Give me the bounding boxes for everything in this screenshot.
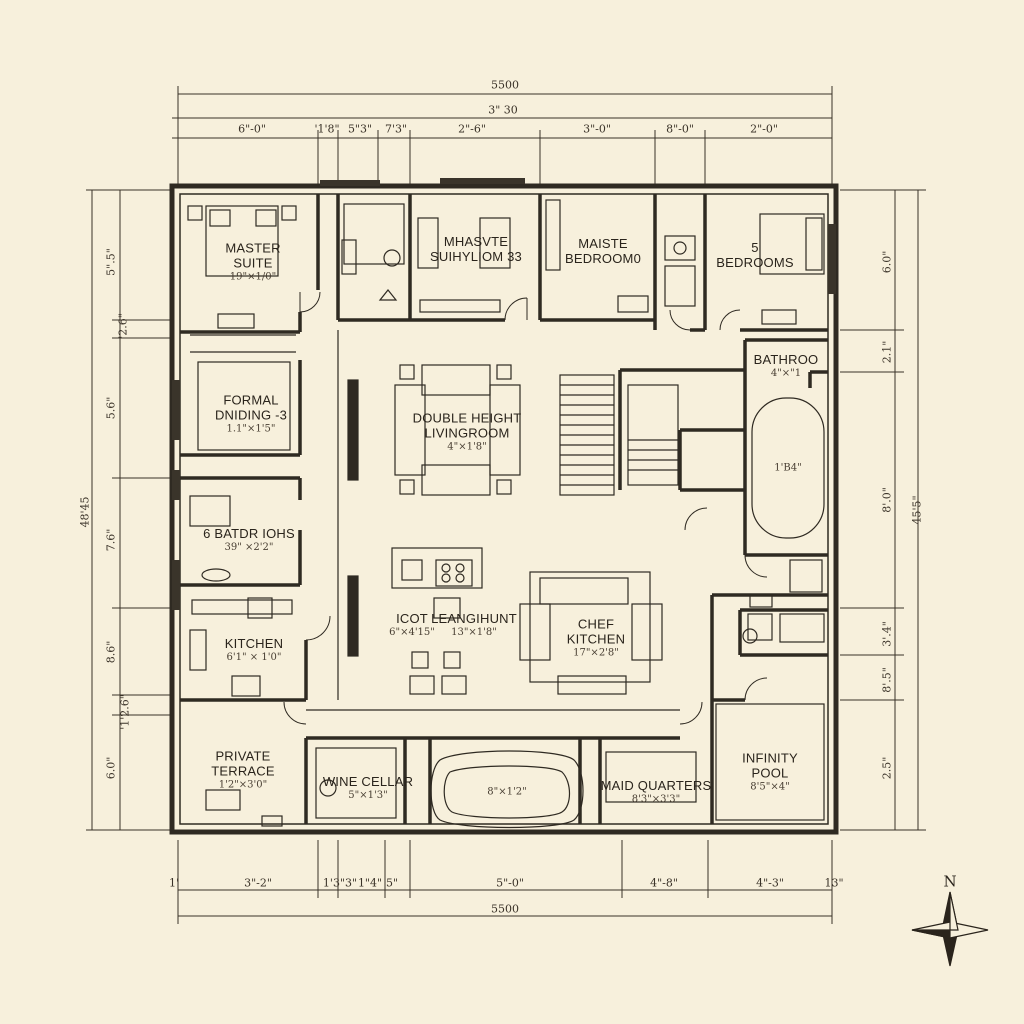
room-tub: 1'B4" (774, 462, 801, 474)
dim-left-seg: 6.0" (104, 756, 118, 780)
room-bathroom-dim: 4"×"1 (770, 367, 802, 379)
dim-left-seg: '1'2.6" (118, 694, 132, 730)
dim-bottom-seg: 3"-2" (244, 876, 272, 890)
room-icot-dim: 6"×4'15" (389, 626, 435, 638)
exterior-walls (169, 183, 839, 835)
dim-bottom-overall: 5500 (491, 902, 519, 916)
room-chef-kitchen-name: CHEF KITCHEN (566, 616, 626, 647)
dim-right-overall: 45'5" (910, 495, 924, 525)
room-icot-name: ICOT (396, 610, 428, 626)
room-master-bedroom-name: MAISTE BEDROOM0 (564, 236, 642, 266)
room-master-suite: MASTER SUITE 19"×1/0" (225, 240, 281, 283)
room-formal-dining-name: FORMAL DNIDING -3 (214, 392, 288, 423)
dim-right-seg: 2.1" (880, 340, 894, 364)
dim-top-seg: 8"-0" (666, 122, 694, 136)
room-chef-kitchen: CHEF KITCHEN 17"×2'8" (566, 616, 626, 659)
interior-thin-walls (186, 330, 680, 711)
dim-top-seg: '1'8" (314, 122, 340, 136)
dim-bottom-seg: 13" (824, 876, 844, 890)
room-icot: ICOT 6"×4'15" (389, 610, 435, 638)
furniture (187, 199, 825, 829)
dim-top-sub: 3" 30 (488, 103, 518, 117)
room-maid-quarters-name: MAID QUARTERS (600, 777, 712, 793)
door-swings (283, 291, 768, 725)
dim-left-seg: 8.6" (104, 640, 118, 664)
room-kitchen-name: KITCHEN (224, 635, 284, 651)
room-bathrooms-name: 6 BATDR IOHS (203, 525, 295, 541)
room-bathrooms: 6 BATDR IOHS 39" ×2'2" (203, 525, 295, 553)
room-master-suite-name: MASTER SUITE (225, 240, 281, 271)
dim-right-seg: 2.5" (880, 756, 894, 780)
dim-left-seg: 7.6" (104, 528, 118, 552)
dim-top-seg: 5"3" (347, 122, 373, 136)
dim-top-seg: 2"-6" (458, 122, 486, 136)
dim-bottom-seg: 1'3"3" (322, 876, 358, 890)
room-leanghunt: LEANGIHUNT 13"×1'8" (431, 610, 517, 638)
room-formal-dining-dim: 1.1"×1'5" (226, 423, 276, 435)
room-maid-quarters: MAID QUARTERS 8'3"×3'3" (600, 777, 712, 805)
dim-bottom-seg: 4"-8" (650, 876, 678, 890)
dim-top-seg: 3"-0" (583, 122, 611, 136)
room-bathroom: BATHROO 4"×"1 (753, 351, 819, 379)
room-infinity-pool-dim: 8'5"×4" (750, 781, 790, 793)
room-maid-quarters-dim: 8'3"×3'3" (631, 793, 681, 805)
room-bathrooms-dim: 39" ×2'2" (224, 541, 274, 553)
window-markers (172, 178, 836, 610)
dim-bottom-seg: 4"-3" (756, 876, 784, 890)
room-bedrooms: 5 BEDROOMS (716, 240, 794, 271)
room-wine-cellar: WINE CELLAR 5"×1'3" (322, 773, 414, 801)
room-leanghunt-dim: 13"×1'8" (451, 626, 497, 638)
dim-top-seg: 2"-0" (750, 122, 778, 136)
dim-top-seg: 7'3" (384, 122, 408, 136)
room-living-room-dim: 4"×1'8" (447, 441, 487, 453)
dim-left-overall: 48'45 (78, 496, 92, 528)
room-massive-suite-name: MHASVTE SUIHYLIOM 33 (430, 234, 522, 264)
dim-left-seg: 5".5" (104, 248, 118, 276)
room-formal-dining: FORMAL DNIDING -3 1.1"×1'5" (214, 392, 288, 435)
room-infinity-pool: INFINITY POOL 8'5"×4" (742, 750, 798, 793)
room-wine-cellar-dim: 5"×1'3" (348, 789, 388, 801)
dim-bottom-seg: 5" (385, 876, 399, 890)
dim-bottom-seg: 1"4" (357, 876, 383, 890)
dim-right-seg: 8'.5" (880, 667, 894, 693)
room-bathroom-name: BATHROO (753, 351, 819, 367)
dim-right-seg: 8'.0" (880, 487, 894, 513)
dimension-lines (86, 86, 926, 924)
room-kitchen-dim: 6'1" × 1'0" (226, 651, 282, 663)
dim-right-seg: 3'.4" (880, 621, 894, 647)
room-master-bedroom: MAISTE BEDROOM0 (564, 236, 642, 267)
room-chef-kitchen-dim: 17"×2'8" (573, 647, 619, 659)
room-infinity-pool-name: INFINITY POOL (742, 750, 798, 781)
room-bedrooms-name: 5 BEDROOMS (716, 240, 794, 270)
dim-left-seg: 5.6" (104, 396, 118, 420)
room-kitchen: KITCHEN 6'1" × 1'0" (224, 635, 284, 663)
dim-bottom-seg: 5"-0" (496, 876, 524, 890)
room-massive-suite: MHASVTE SUIHYLIOM 33 (430, 234, 522, 265)
dim-top-overall: 5500 (491, 78, 519, 92)
north-label: N (943, 872, 957, 891)
room-tub-dim: 1'B4" (774, 462, 802, 474)
room-leanghunt-name: LEANGIHUNT (431, 610, 517, 626)
dim-bottom-seg: 1' (168, 876, 180, 890)
room-pool-shape: 8"×1'2" (487, 786, 526, 798)
dim-left-seg: '2.6" (116, 313, 130, 339)
north-arrow (911, 891, 989, 967)
room-living-room-name: DOUBLE HEIGHT LIVINGROOM (412, 410, 522, 441)
dim-top-seg: 6"-0" (238, 122, 266, 136)
room-master-suite-dim: 19"×1/0" (229, 271, 277, 283)
room-living-room: DOUBLE HEIGHT LIVINGROOM 4"×1'8" (412, 410, 522, 453)
room-wine-cellar-name: WINE CELLAR (322, 773, 414, 789)
room-private-terrace-name: PRIVATE TERRACE (211, 748, 275, 779)
dim-right-seg: 6.0" (880, 250, 894, 274)
room-pool-shape-dim: 8"×1'2" (487, 786, 527, 798)
interior-walls (180, 194, 828, 824)
room-private-terrace: PRIVATE TERRACE 1'2"×3'0" (211, 748, 275, 791)
room-private-terrace-dim: 1'2"×3'0" (218, 779, 268, 791)
